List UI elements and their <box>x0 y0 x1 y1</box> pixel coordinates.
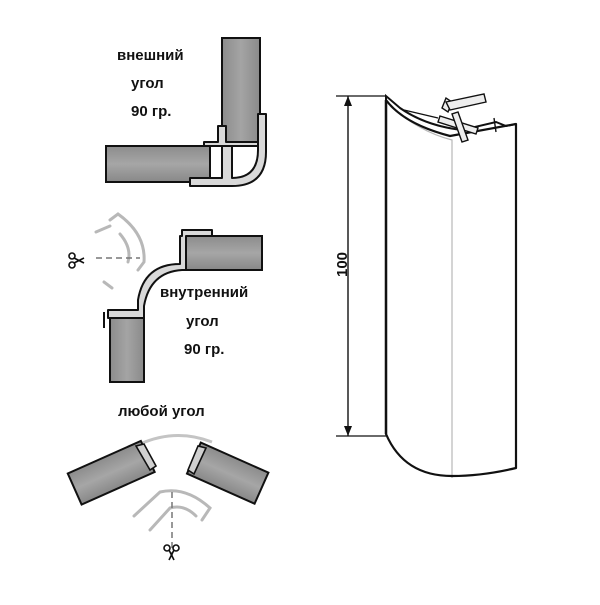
outer-corner-label-line1: внешний <box>117 47 184 64</box>
inner-corner-profile <box>107 229 213 319</box>
any-angle-label: любой угол <box>118 403 205 420</box>
inner-ghost-profile <box>94 212 146 290</box>
inner-corner-illustration <box>68 212 263 383</box>
profile-perspective <box>336 93 518 478</box>
inner-corner-label-line2: угол <box>186 313 219 330</box>
any-angle-illustration <box>66 433 270 561</box>
outer-horizontal-panel <box>105 145 211 183</box>
outer-vertical-panel <box>221 37 261 143</box>
scissors-icon <box>163 544 180 561</box>
profile-curved-face <box>384 98 518 478</box>
scissors-icon <box>68 252 85 269</box>
dimension-value: 100 <box>334 251 352 278</box>
outer-corner-label-line3: 90 гр. <box>131 103 172 120</box>
outer-corner-illustration <box>105 37 267 187</box>
inner-corner-label-line1: внутренний <box>160 284 249 301</box>
any-angle-ghost-profile <box>132 489 212 532</box>
inner-horizontal-panel <box>185 235 263 271</box>
inner-corner-label-line3: 90 гр. <box>184 341 225 358</box>
outer-corner-label-line2: угол <box>131 75 164 92</box>
inner-vertical-panel <box>109 317 145 383</box>
